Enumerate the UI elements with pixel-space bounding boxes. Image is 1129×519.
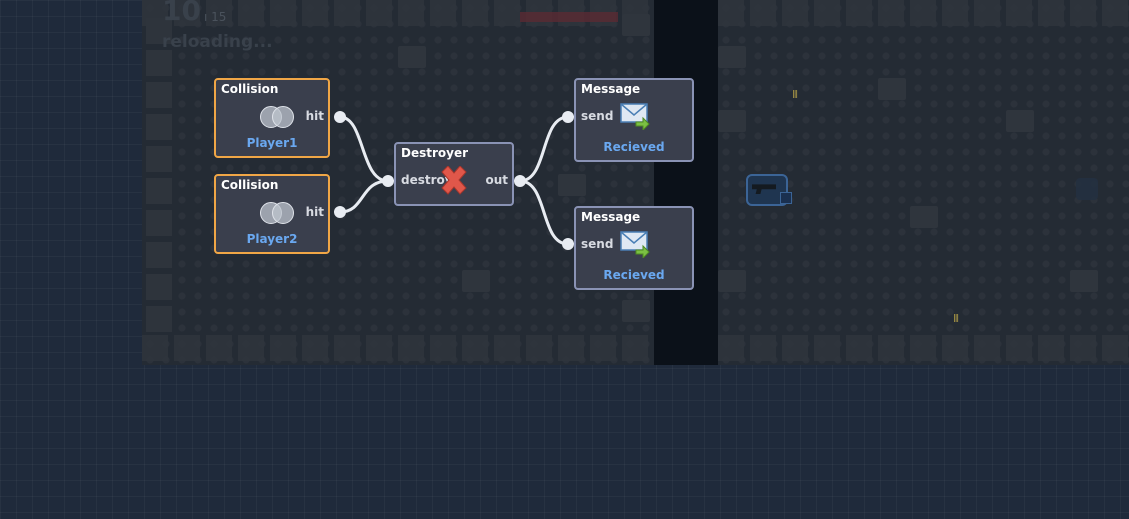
floor-block bbox=[910, 206, 938, 228]
message-node-1[interactable]: Message send Recieved bbox=[574, 78, 694, 162]
collision-node-player1[interactable]: Collision hit Player1 bbox=[214, 78, 330, 158]
port-out-out[interactable] bbox=[514, 175, 526, 187]
port-label-hit: hit bbox=[305, 109, 324, 123]
node-target-player2: Player2 bbox=[246, 232, 298, 246]
floor-block bbox=[718, 110, 746, 132]
node-target-player1: Player1 bbox=[246, 136, 298, 150]
node-target-recieved: Recieved bbox=[603, 140, 665, 154]
hud-health-bar bbox=[520, 12, 618, 22]
floor-block bbox=[718, 46, 746, 68]
envelope-arrow-icon bbox=[620, 231, 650, 258]
hud-score: 10 bbox=[162, 0, 201, 27]
player2-sprite[interactable] bbox=[1076, 178, 1098, 200]
venn-circles-icon bbox=[260, 202, 294, 224]
floor-block bbox=[398, 46, 426, 68]
wall-left bbox=[146, 18, 172, 338]
port-out-hit[interactable] bbox=[334, 206, 346, 218]
envelope-arrow-icon bbox=[620, 103, 650, 130]
gun-icon bbox=[752, 184, 776, 194]
port-label-send: send bbox=[581, 109, 614, 123]
node-target-recieved: Recieved bbox=[603, 268, 665, 282]
player-badge-icon bbox=[780, 192, 792, 204]
ammo-pickup-icon: ||| bbox=[953, 313, 959, 322]
node-title: Message bbox=[581, 210, 641, 224]
port-out-hit[interactable] bbox=[334, 111, 346, 123]
floor-block bbox=[558, 174, 586, 196]
ammo-pickup-icon: ||| bbox=[792, 89, 798, 98]
hud-reload-status: reloading... bbox=[162, 32, 273, 52]
node-title: Destroyer bbox=[401, 146, 469, 160]
port-in-send[interactable] bbox=[562, 111, 574, 123]
port-label-send: send bbox=[581, 237, 614, 251]
floor-block bbox=[462, 270, 490, 292]
red-x-icon bbox=[441, 166, 467, 195]
floor-block bbox=[622, 300, 650, 322]
floor-block bbox=[1070, 270, 1098, 292]
floor-block bbox=[622, 14, 650, 36]
node-title: Message bbox=[581, 82, 641, 96]
port-label-destroy: destroy bbox=[401, 173, 453, 187]
port-in-destroy[interactable] bbox=[382, 175, 394, 187]
void-pit bbox=[654, 0, 718, 365]
game-level-view: 10 ı 15 reloading... ||| ||| bbox=[142, 0, 1129, 365]
floor-block bbox=[878, 78, 906, 100]
collision-node-player2[interactable]: Collision hit Player2 bbox=[214, 174, 330, 254]
venn-circles-icon bbox=[260, 106, 294, 128]
port-in-send[interactable] bbox=[562, 238, 574, 250]
node-title: Collision bbox=[221, 82, 279, 96]
floor-block bbox=[718, 270, 746, 292]
hud-ammo: ı 15 bbox=[204, 10, 227, 24]
port-label-hit: hit bbox=[305, 205, 324, 219]
floor-block bbox=[1006, 110, 1034, 132]
message-node-2[interactable]: Message send Recieved bbox=[574, 206, 694, 290]
port-label-out: out bbox=[485, 173, 508, 187]
wall-bottom bbox=[142, 335, 1129, 361]
destroyer-node[interactable]: Destroyer destroy out bbox=[394, 142, 514, 206]
node-title: Collision bbox=[221, 178, 279, 192]
